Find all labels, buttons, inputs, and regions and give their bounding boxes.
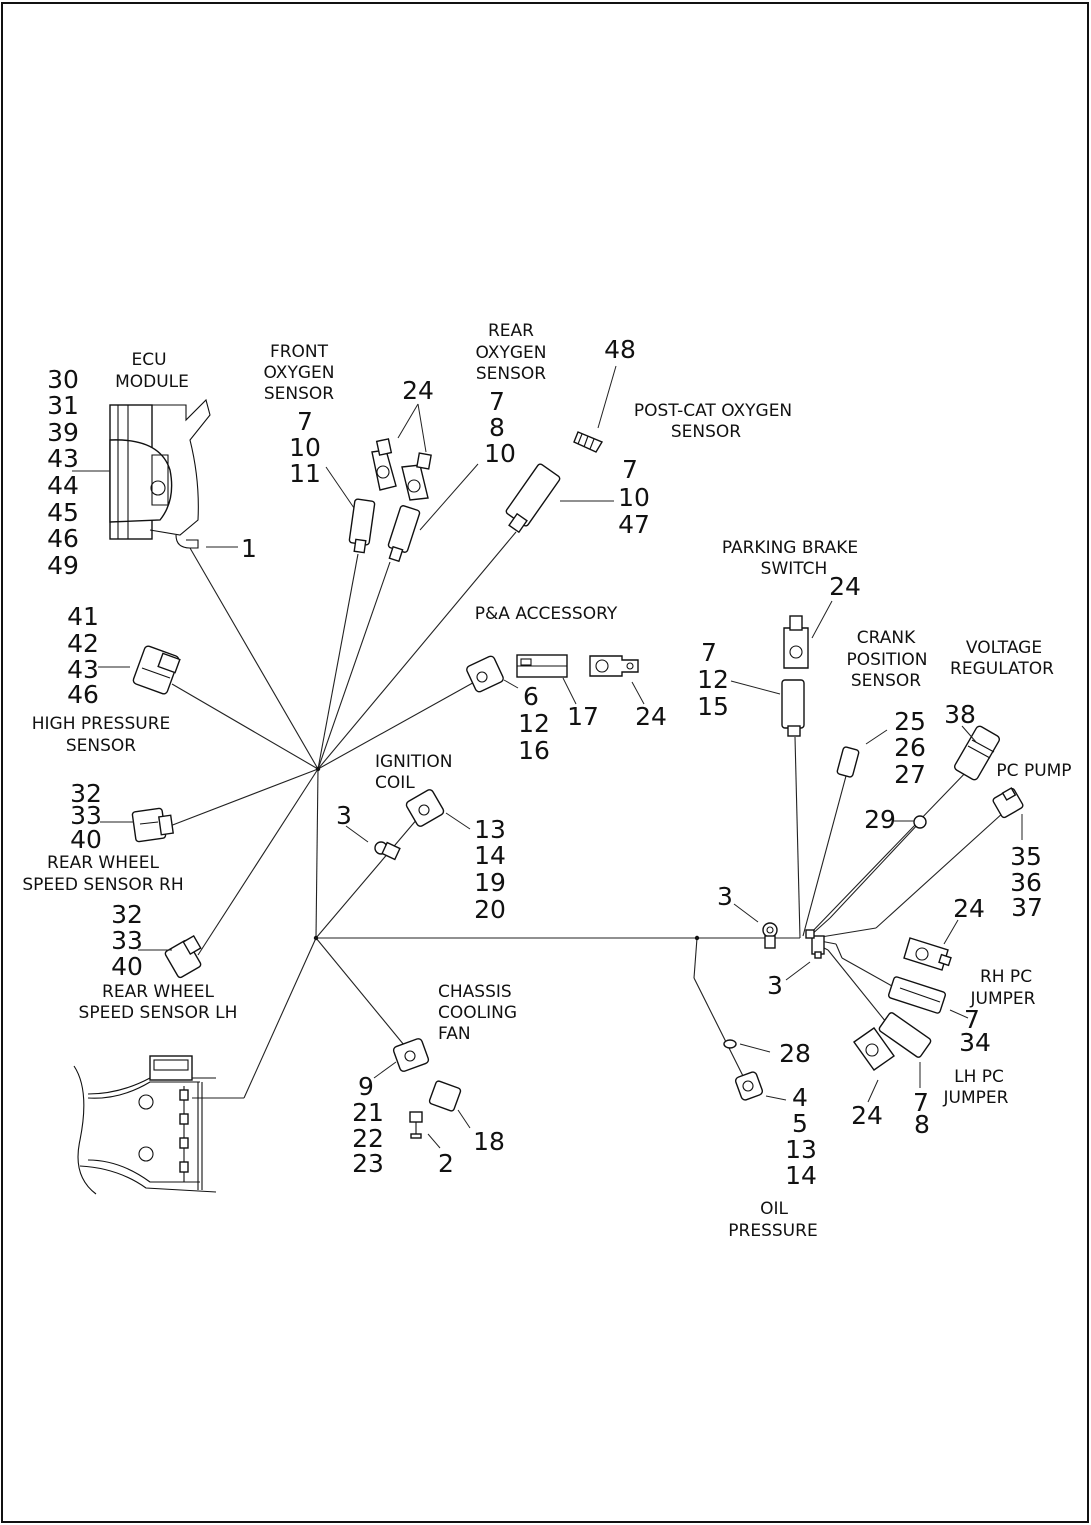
chassis-cooling-fan-part — [392, 1038, 462, 1139]
callout-oxygen-sensor-clips: 24 — [402, 376, 434, 405]
callout-voltage-regulator-ring: 29 — [864, 805, 896, 834]
rear-wheel-speed-sensor-lh-part — [164, 934, 202, 979]
callout-fan-cap: 18 — [473, 1127, 505, 1156]
label-pa-accessory: P&A ACCESSORY — [475, 604, 618, 624]
callout-voltage-regulator: 38 — [944, 700, 976, 729]
front-oxygen-sensor-part — [348, 438, 432, 563]
oil-pressure-part — [723, 1039, 764, 1101]
leader-lines — [72, 365, 1023, 1149]
crank-position-sensor-part — [836, 746, 860, 778]
frame-section-part — [73, 1055, 217, 1195]
ground-studs-part — [762, 922, 825, 959]
callout-parking-brake-clip: 24 — [829, 572, 861, 601]
pc-pump-part — [992, 787, 1024, 819]
harness-wires — [169, 531, 1005, 1099]
callout-ignition-coil-ground: 3 — [336, 801, 352, 830]
callout-lh-pc-jumper-clip: 24 — [851, 1101, 883, 1130]
ignition-coil-part — [374, 789, 445, 861]
callout-pa-accessory-cap: 17 — [567, 702, 599, 731]
lh-pc-jumper-part — [853, 1012, 932, 1071]
label-pc-pump: PC PUMP — [996, 761, 1071, 781]
callout-pa-accessory-clip: 24 — [635, 702, 667, 731]
callout-oil-pressure-clamp: 28 — [779, 1039, 811, 1068]
pa-accessory-part — [466, 654, 639, 693]
callout-post-cat-cap: 48 — [604, 335, 636, 364]
rear-wheel-speed-sensor-rh-part — [131, 807, 174, 843]
callout-ground-lower: 3 — [767, 971, 783, 1000]
rh-pc-jumper-part — [888, 937, 952, 1014]
parking-brake-switch-part — [781, 615, 809, 737]
voltage-regulator-part — [913, 725, 1000, 829]
high-pressure-sensor-part — [132, 645, 181, 695]
callout-fan-fastener: 2 — [438, 1149, 454, 1178]
callout-ground-upper: 3 — [717, 882, 733, 911]
post-cat-oxygen-sensor-part — [505, 431, 604, 534]
callout-ecu-connector: 1 — [241, 534, 257, 563]
callout-rh-pc-jumper-clip: 24 — [953, 894, 985, 923]
ecu-module-part — [109, 398, 211, 549]
